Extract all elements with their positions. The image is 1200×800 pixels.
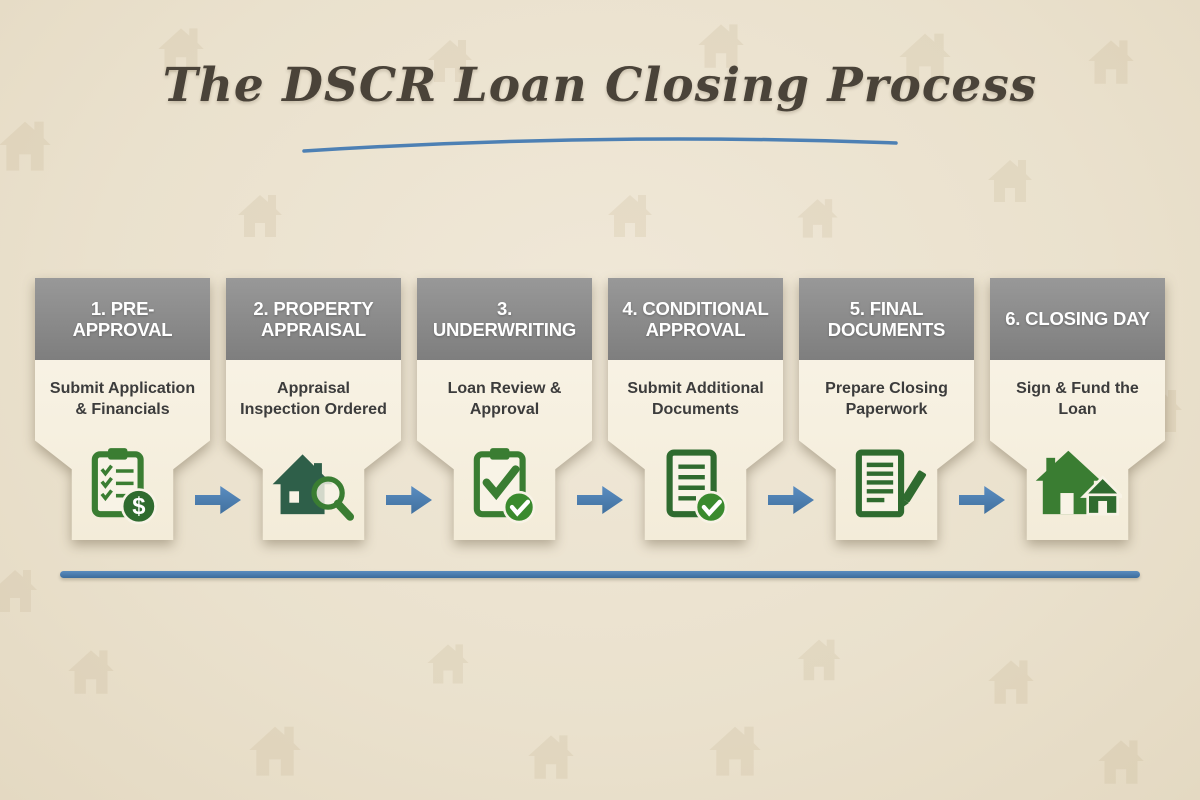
house-watermark-icon: [700, 715, 770, 785]
step-card-6: 6. CLOSING DAY Sign & Fund the Loan: [990, 278, 1165, 540]
house-watermark-icon: [60, 640, 122, 702]
step-body: Sign & Fund the Loan: [990, 360, 1165, 440]
house-watermark-icon: [790, 630, 848, 688]
step-header: 3. UNDERWRITING: [417, 278, 592, 360]
title-underline-swoosh: [302, 137, 898, 153]
document-check-icon: [652, 442, 740, 530]
step-card-4: 4. CONDITIONAL APPROVAL Submit Additiona…: [608, 278, 783, 540]
step-header: 1. PRE-APPROVAL: [35, 278, 210, 360]
document-pen-icon: [843, 442, 931, 530]
step-subtitle: Loan Review & Approval: [447, 380, 562, 418]
step-subtitle: Prepare Closing Paperwork: [825, 380, 948, 418]
step-title: 1. PRE-APPROVAL: [72, 297, 173, 340]
step-card-3: 3. UNDERWRITING Loan Review & Approval: [417, 278, 592, 540]
clipboard-check-icon: [461, 442, 549, 530]
step-header: 6. CLOSING DAY: [990, 278, 1165, 360]
step-body: Prepare Closing Paperwork: [799, 360, 974, 440]
house-watermark-icon: [0, 560, 45, 620]
page-title: The DSCR Loan Closing Process: [162, 58, 1038, 113]
house-magnifier-icon: [270, 442, 358, 530]
house-watermark-icon: [520, 725, 582, 787]
step-body: Loan Review & Approval: [417, 360, 592, 440]
step-subtitle: Appraisal Inspection Ordered: [240, 380, 387, 418]
svg-text:$: $: [132, 493, 145, 520]
house-watermark-icon: [420, 635, 476, 691]
step-title: 5. FINAL DOCUMENTS: [827, 297, 946, 340]
house-watermark-icon: [980, 650, 1042, 712]
house-watermark-icon: [1090, 730, 1152, 792]
house-watermark-icon: [240, 715, 310, 785]
step-card-5: 5. FINAL DOCUMENTS Prepare Closing Paper…: [799, 278, 974, 540]
step-header: 2. PROPERTY APPRAISAL: [226, 278, 401, 360]
step-title: 4. CONDITIONAL APPROVAL: [622, 297, 769, 340]
step-header: 4. CONDITIONAL APPROVAL: [608, 278, 783, 360]
houses-icon: [1034, 442, 1122, 530]
bottom-divider-line: [60, 571, 1140, 578]
step-body: Submit Additional Documents: [608, 360, 783, 440]
step-subtitle: Sign & Fund the Loan: [1016, 380, 1139, 418]
house-watermark-icon: [0, 110, 60, 180]
step-body: Submit Application & Financials: [35, 360, 210, 440]
step-title: 6. CLOSING DAY: [1005, 308, 1150, 330]
house-watermark-icon: [980, 150, 1040, 210]
step-header: 5. FINAL DOCUMENTS: [799, 278, 974, 360]
step-card-1: 1. PRE-APPROVAL Submit Application & Fin…: [35, 278, 210, 540]
step-title: 2. PROPERTY APPRAISAL: [253, 297, 374, 340]
step-body: Appraisal Inspection Ordered: [226, 360, 401, 440]
step-title: 3. UNDERWRITING: [432, 297, 577, 340]
house-watermark-icon: [790, 190, 845, 245]
clipboard-dollar-icon: $: [79, 442, 167, 530]
house-watermark-icon: [230, 185, 290, 245]
step-subtitle: Submit Additional Documents: [627, 380, 764, 418]
step-subtitle: Submit Application & Financials: [49, 380, 196, 418]
house-watermark-icon: [600, 185, 660, 245]
step-card-2: 2. PROPERTY APPRAISAL Appraisal Inspecti…: [226, 278, 401, 540]
